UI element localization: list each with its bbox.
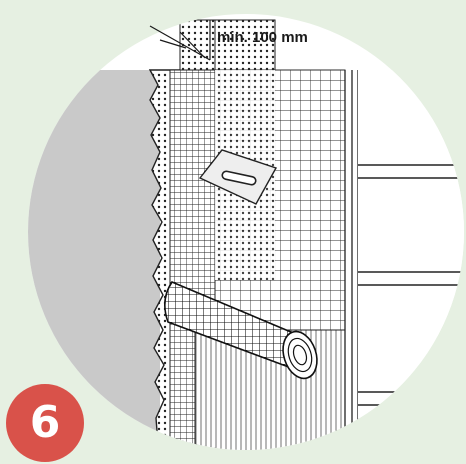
perforated-board-top xyxy=(179,19,216,71)
anchor-plate xyxy=(198,149,278,205)
mesh-roll xyxy=(164,281,318,380)
dimension-indicator: min. 100 mm xyxy=(149,20,308,61)
dimension-label: min. 100 mm xyxy=(217,29,308,46)
step-number-badge: 6 xyxy=(6,384,84,462)
illustration-content xyxy=(28,19,464,450)
